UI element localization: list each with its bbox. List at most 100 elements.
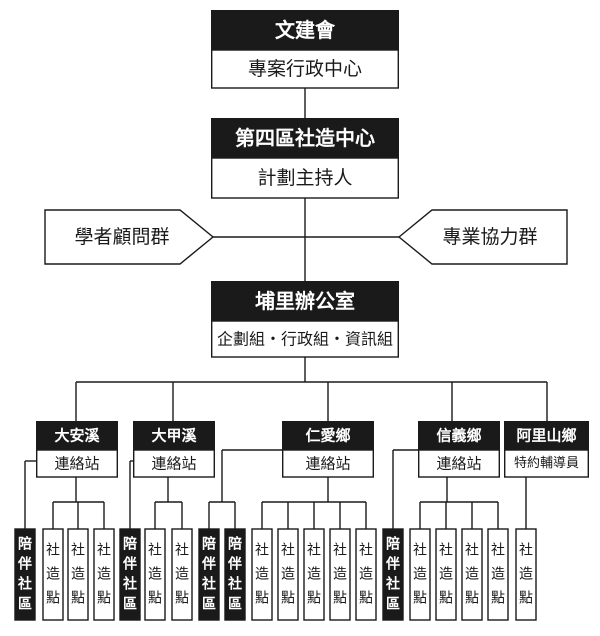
station-4-subtitle: 連絡站 xyxy=(436,455,481,473)
leaf-box xyxy=(461,528,483,621)
advisor-left-label: 學者顧問群 xyxy=(74,226,169,248)
leaf-label: 社造點 xyxy=(255,543,269,607)
community-point-node: 社造點 xyxy=(515,528,537,621)
leaf-label: 陪伴社區 xyxy=(227,536,242,613)
station-4-subtitle-bg xyxy=(418,449,501,478)
community-point-node: 社造點 xyxy=(355,528,377,621)
leaf-box xyxy=(14,528,36,621)
node-boxes: 文建會專案行政中心第四區社造中心計劃主持人埔里辦公室企劃組・行政組・資訊組學者顧… xyxy=(36,10,590,478)
office-node-subtitle-bg xyxy=(210,320,400,358)
leaf-box xyxy=(382,528,404,621)
leaf-label: 社造點 xyxy=(519,543,533,607)
connector-lines xyxy=(24,88,548,529)
community-point-node: 社造點 xyxy=(461,528,483,621)
top-node-subtitle: 專案行政中心 xyxy=(248,58,362,80)
station-5-title-bg xyxy=(504,421,589,450)
leaf-box xyxy=(42,528,64,621)
station-4-title-bg xyxy=(418,421,500,450)
leaf-box xyxy=(251,528,273,621)
station-2-subtitle-bg xyxy=(132,449,215,478)
leaf-label: 陪伴社區 xyxy=(385,536,400,613)
leaf-box xyxy=(67,528,89,621)
leaf-box xyxy=(93,528,115,621)
station-4-title: 信義鄉 xyxy=(436,427,481,445)
leaf-box xyxy=(355,528,377,621)
leaf-label: 社造點 xyxy=(307,543,321,607)
station-3-title: 仁愛鄉 xyxy=(305,427,350,445)
leaf-label: 社造點 xyxy=(97,543,111,607)
advisor-left-shape xyxy=(44,209,215,265)
community-point-node: 社造點 xyxy=(435,528,457,621)
station-2-title: 大甲溪 xyxy=(151,427,197,445)
top-node-title: 文建會 xyxy=(275,18,336,42)
community-point-node: 社造點 xyxy=(171,528,193,621)
leaf-box xyxy=(435,528,457,621)
community-point-node: 社造點 xyxy=(277,528,299,621)
leaf-label: 社造點 xyxy=(71,543,85,607)
leaf-label: 陪伴社區 xyxy=(17,536,32,613)
leaf-label: 社造點 xyxy=(175,543,189,607)
station-1-subtitle: 連絡站 xyxy=(54,455,99,473)
advisor-right-label: 專業協力群 xyxy=(442,226,537,248)
leaf-nodes: 陪伴社區社造點社造點社造點陪伴社區社造點社造點陪伴社區陪伴社區社造點社造點社造點… xyxy=(14,528,537,621)
station-1-title: 大安溪 xyxy=(54,427,100,445)
community-point-node: 社造點 xyxy=(93,528,115,621)
leaf-box xyxy=(409,528,431,621)
leaf-box xyxy=(487,528,509,621)
leaf-box xyxy=(198,528,220,621)
center-node-title-bg xyxy=(211,118,399,158)
leaf-label: 社造點 xyxy=(148,543,162,607)
companion-community-node: 陪伴社區 xyxy=(198,528,220,621)
leaf-label: 社造點 xyxy=(46,543,60,607)
leaf-label: 社造點 xyxy=(465,543,479,607)
leaf-box xyxy=(119,528,141,621)
top-node-title-bg xyxy=(211,10,399,50)
leaf-box xyxy=(277,528,299,621)
station-1-subtitle-bg xyxy=(36,449,118,478)
leaf-label: 社造點 xyxy=(359,543,373,607)
community-point-node: 社造點 xyxy=(303,528,325,621)
leaf-label: 社造點 xyxy=(281,543,295,607)
leaf-box xyxy=(329,528,351,621)
companion-community-node: 陪伴社區 xyxy=(382,528,404,621)
office-node-title: 埔里辦公室 xyxy=(255,289,355,313)
community-point-node: 社造點 xyxy=(487,528,509,621)
leaf-box xyxy=(171,528,193,621)
office-node-subtitle: 企劃組・行政組・資訊組 xyxy=(217,330,393,349)
office-node-title-bg xyxy=(211,281,399,321)
station-3-subtitle-bg xyxy=(282,449,375,478)
leaf-box xyxy=(144,528,166,621)
station-2-subtitle: 連絡站 xyxy=(151,455,196,473)
advisors: 學者顧問群 專業協力群 xyxy=(44,209,568,265)
leaf-box xyxy=(224,528,246,621)
top-node-subtitle-bg xyxy=(210,49,400,89)
leaf-box xyxy=(515,528,537,621)
station-5-title: 阿里山鄉 xyxy=(516,427,576,445)
leaf-box xyxy=(303,528,325,621)
center-node-subtitle: 計劃主持人 xyxy=(257,167,352,189)
advisor-right-shape xyxy=(397,209,568,265)
leaf-label: 社造點 xyxy=(333,543,347,607)
community-point-node: 社造點 xyxy=(329,528,351,621)
station-3-subtitle: 連絡站 xyxy=(305,455,350,473)
companion-community-node: 陪伴社區 xyxy=(119,528,141,621)
companion-community-node: 陪伴社區 xyxy=(224,528,246,621)
leaf-label: 陪伴社區 xyxy=(122,536,137,613)
center-node-title: 第四區社造中心 xyxy=(235,126,375,150)
leaf-label: 陪伴社區 xyxy=(201,536,216,613)
station-2-title-bg xyxy=(133,421,215,450)
community-point-node: 社造點 xyxy=(67,528,89,621)
leaf-label: 社造點 xyxy=(439,543,453,607)
community-point-node: 社造點 xyxy=(251,528,273,621)
companion-community-node: 陪伴社區 xyxy=(14,528,36,621)
community-point-node: 社造點 xyxy=(409,528,431,621)
